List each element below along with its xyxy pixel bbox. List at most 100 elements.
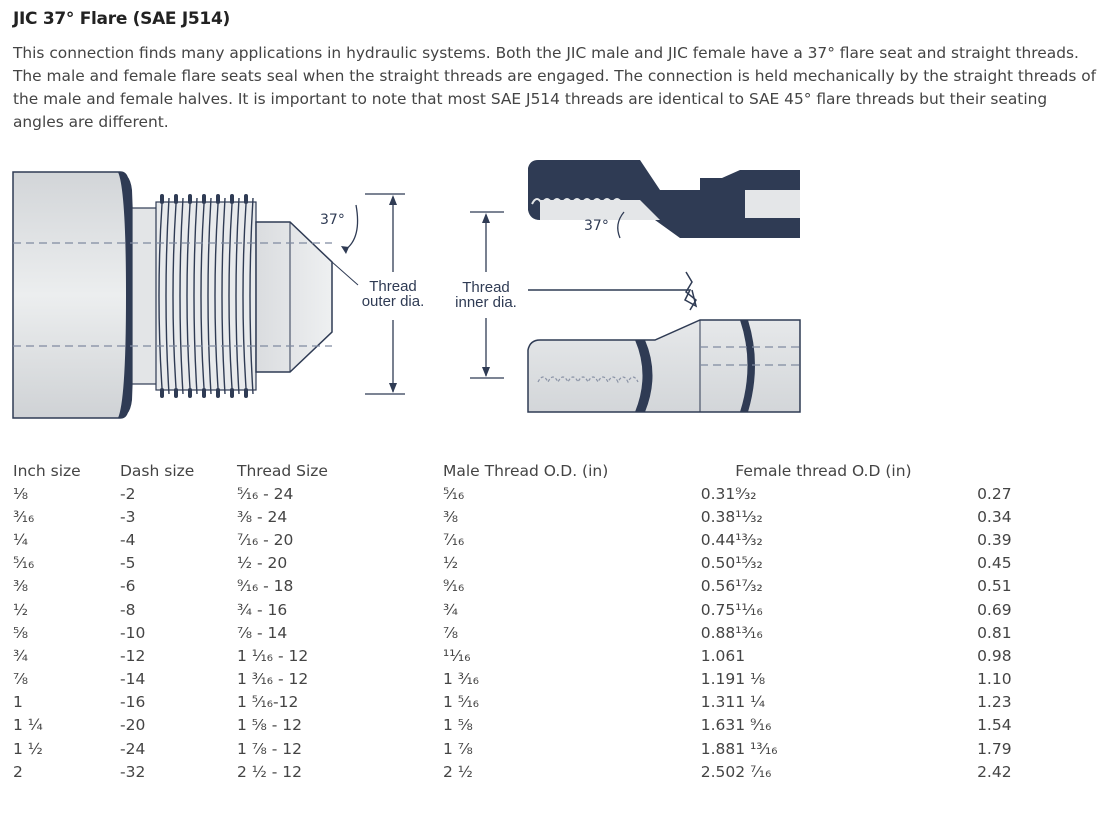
cell-inch-size: 1 ½	[13, 739, 43, 758]
cell-dash-size: -12	[120, 646, 146, 665]
male-fitting: 37° Thread outer dia.	[12, 171, 424, 419]
cell-thread-size: ⅜ - 24	[237, 507, 288, 526]
cell-male-od-decimal: 1.63	[700, 716, 736, 735]
cell-female-od-decimal: 1.54	[977, 716, 1012, 735]
cell-dash-size: -3	[120, 507, 136, 526]
cell-male-od-fraction: ⁹⁄₁₆	[443, 577, 465, 596]
header-inch-size: Inch size	[13, 462, 81, 480]
cell-female-od-fraction: 1 ¼	[735, 693, 766, 712]
header-male-od-decimal	[608, 460, 735, 482]
cell-inch-size: ⅝	[13, 623, 29, 642]
cell-female-od-decimal: 2.42	[977, 762, 1012, 781]
cell-male-od-fraction: ⁵⁄₁₆	[443, 484, 465, 503]
cell-male-od-decimal: 2.50	[700, 762, 736, 781]
cell-male-od-decimal: 0.56	[700, 577, 736, 596]
cell-female-od-fraction: 1 ¹³⁄₁₆	[735, 739, 778, 758]
cell-dash-size: -8	[120, 600, 136, 619]
cell-thread-size: 1 ⅝ - 12	[237, 716, 302, 735]
cell-male-od-fraction: 1 ³⁄₁₆	[443, 670, 480, 689]
female-nut-cavity	[540, 200, 660, 220]
cell-inch-size: 2	[13, 762, 23, 781]
cell-male-od-fraction: 2 ½	[443, 762, 473, 781]
cell-male-od-fraction: ¾	[443, 600, 459, 619]
cell-inch-size: ⁵⁄₁₆	[13, 554, 35, 573]
cell-male-od-fraction: 1 ⅞	[443, 739, 473, 758]
cell-female-od-decimal: 0.69	[977, 600, 1012, 619]
cell-male-od-decimal: 1.19	[700, 670, 736, 689]
female-angle-arc	[617, 211, 625, 239]
cell-male-od-fraction: 1 ⅝	[443, 716, 473, 735]
cell-female-od-decimal: 1.79	[977, 739, 1012, 758]
cell-female-od-fraction: ⁹⁄₃₂	[735, 484, 757, 503]
cell-inch-size: ³⁄₁₆	[13, 507, 35, 526]
female-nut-threads	[531, 198, 623, 207]
male-hex-body	[12, 171, 129, 419]
cell-female-od-fraction: ¹¹⁄₃₂	[735, 507, 763, 526]
cell-female-od-decimal: 0.45	[977, 554, 1012, 573]
cell-dash-size: -16	[120, 693, 146, 712]
cell-female-od-fraction: ¹³⁄₁₆	[735, 623, 763, 642]
cell-female-od-decimal: 1.10	[977, 670, 1012, 689]
cell-dash-size: -5	[120, 554, 136, 573]
male-angle-arc	[344, 204, 359, 251]
cell-female-od-fraction: ¹⁵⁄₃₂	[735, 554, 763, 573]
male-thread-body	[155, 201, 257, 391]
cell-male-od-fraction: ⁷⁄₁₆	[443, 530, 465, 549]
cell-thread-size: ⁷⁄₁₆ - 20	[237, 530, 294, 549]
cell-female-od-fraction: 1 ⅛	[735, 670, 766, 689]
cell-female-od-decimal: 1.23	[977, 693, 1012, 712]
cell-male-od-decimal: 0.88	[700, 623, 736, 642]
cell-inch-size: ½	[13, 600, 29, 619]
female-break-line	[528, 289, 698, 308]
female-angle-label: 37°	[584, 218, 609, 234]
cell-male-od-decimal: 1.31	[700, 693, 736, 712]
cell-female-od-fraction: ¹³⁄₃₂	[735, 530, 763, 549]
male-thread-crests	[160, 194, 248, 398]
jic-size-table: Inch size Dash size Thread Size Male Thr…	[13, 460, 1012, 783]
cell-female-od-fraction: ¹¹⁄₁₆	[735, 600, 763, 619]
cell-dash-size: -2	[120, 484, 136, 503]
cell-male-od-fraction: ⅜	[443, 507, 459, 526]
jic-fitting-diagram: 37° Thread outer dia. Thread inner dia. …	[12, 160, 801, 419]
male-shank	[131, 207, 159, 385]
cell-female-od-decimal: 0.51	[977, 577, 1012, 596]
cell-male-od-fraction: 1 ⁵⁄₁₆	[443, 693, 480, 712]
cell-female-od-decimal: 0.39	[977, 530, 1012, 549]
cell-female-od-fraction: 1 ⁹⁄₁₆	[735, 716, 772, 735]
header-thread-size: Thread Size	[237, 462, 328, 480]
male-dimension-label-line1: Thread	[369, 278, 417, 295]
cell-inch-size: 1	[13, 693, 23, 712]
cell-female-od-decimal: 0.98	[977, 646, 1012, 665]
male-thread-ridges	[158, 197, 254, 395]
cell-dash-size: -6	[120, 577, 136, 596]
cell-female-od-decimal: 0.81	[977, 623, 1012, 642]
cell-thread-size: ⅞ - 14	[237, 623, 288, 642]
cell-male-od-decimal: 1.88	[700, 739, 736, 758]
male-angle-label: 37°	[320, 212, 345, 228]
female-body	[527, 319, 801, 413]
cell-male-od-decimal: 0.44	[700, 530, 736, 549]
page-title: JIC 37° Flare (SAE J514)	[13, 9, 230, 29]
header-female-od: Female thread O.D (in)	[735, 462, 912, 480]
cell-dash-size: -32	[120, 762, 146, 781]
male-flare-nose	[255, 221, 333, 373]
cell-thread-size: 1 ⅞ - 12	[237, 739, 302, 758]
cell-female-od-decimal: 0.27	[977, 484, 1012, 503]
cell-dash-size: -10	[120, 623, 146, 642]
female-inner-threads	[537, 376, 639, 384]
cell-male-od-decimal: 1.06	[700, 646, 736, 665]
cell-inch-size: ¼	[13, 530, 29, 549]
cell-thread-size: ⁹⁄₁₆ - 18	[237, 577, 294, 596]
cell-thread-size: 1 ¹⁄₁₆ - 12	[237, 646, 309, 665]
